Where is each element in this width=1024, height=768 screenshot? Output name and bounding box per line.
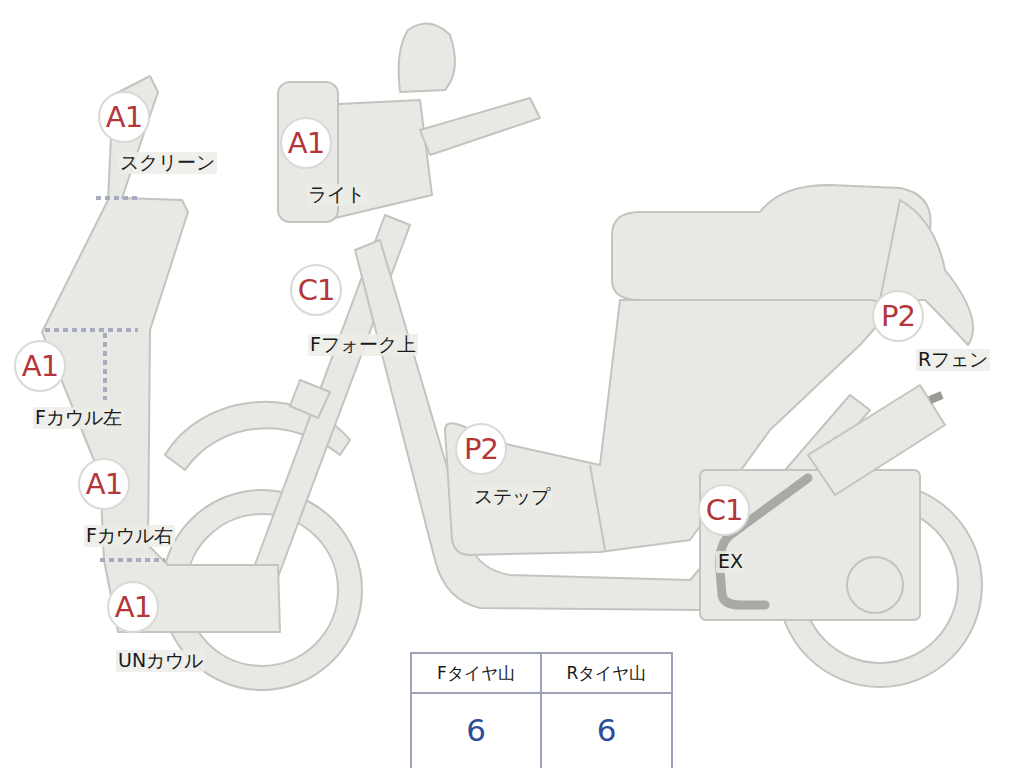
callout-circle: A1Fカウル左 — [14, 340, 66, 392]
callout-code: C1 — [706, 496, 743, 525]
table-value: 6 — [542, 694, 671, 766]
rear-hub — [847, 557, 903, 613]
callout-circle: A1Fカウル右 — [78, 458, 130, 510]
callout-circle: A1ライト — [280, 117, 332, 169]
callout-code: A1 — [86, 470, 122, 499]
tread-table — [411, 653, 672, 768]
step-seam — [590, 465, 605, 550]
table-value: 6 — [412, 694, 540, 766]
part-name: Fカウル左 — [33, 407, 124, 429]
part-name: Fフォーク上 — [308, 334, 418, 356]
callout-circle: C1EX — [698, 484, 750, 536]
callout-circle: A1スクリーン — [98, 91, 150, 143]
rear-fender — [880, 200, 973, 345]
handlebar — [420, 98, 540, 155]
callout-code: A1 — [106, 103, 142, 132]
seam-line — [45, 328, 138, 332]
mirror — [399, 24, 455, 92]
callout-circle: P2ステップ — [455, 423, 507, 475]
rear-shock — [808, 385, 945, 495]
part-name: ステップ — [472, 486, 552, 508]
table-header: Rタイヤ山 — [542, 654, 671, 692]
part-name: スクリーン — [118, 152, 217, 174]
callout-circle: C1Fフォーク上 — [290, 264, 342, 316]
seam-line — [96, 196, 140, 200]
callout-code: C1 — [298, 276, 335, 305]
callout-code: P2 — [464, 435, 498, 464]
callout-circle: P2Rフェン — [872, 290, 924, 342]
callout-code: A1 — [22, 352, 58, 381]
callout-code: A1 — [115, 593, 151, 622]
callout-code: P2 — [881, 302, 915, 331]
seam-line — [100, 558, 165, 562]
callout-circle: A1UNカウル — [107, 581, 159, 633]
part-name: EX — [716, 551, 745, 573]
shock-end — [930, 395, 942, 400]
front-cowl — [42, 76, 280, 632]
part-name: Rフェン — [916, 349, 990, 371]
part-name: UNカウル — [116, 650, 205, 672]
table-header: Fタイヤ山 — [412, 654, 540, 692]
table-grid — [411, 653, 672, 768]
seam-line — [103, 333, 107, 400]
fork-clamp — [290, 380, 330, 418]
part-name: Fカウル右 — [84, 525, 175, 547]
callout-code: A1 — [288, 129, 324, 158]
part-name: ライト — [306, 184, 367, 206]
